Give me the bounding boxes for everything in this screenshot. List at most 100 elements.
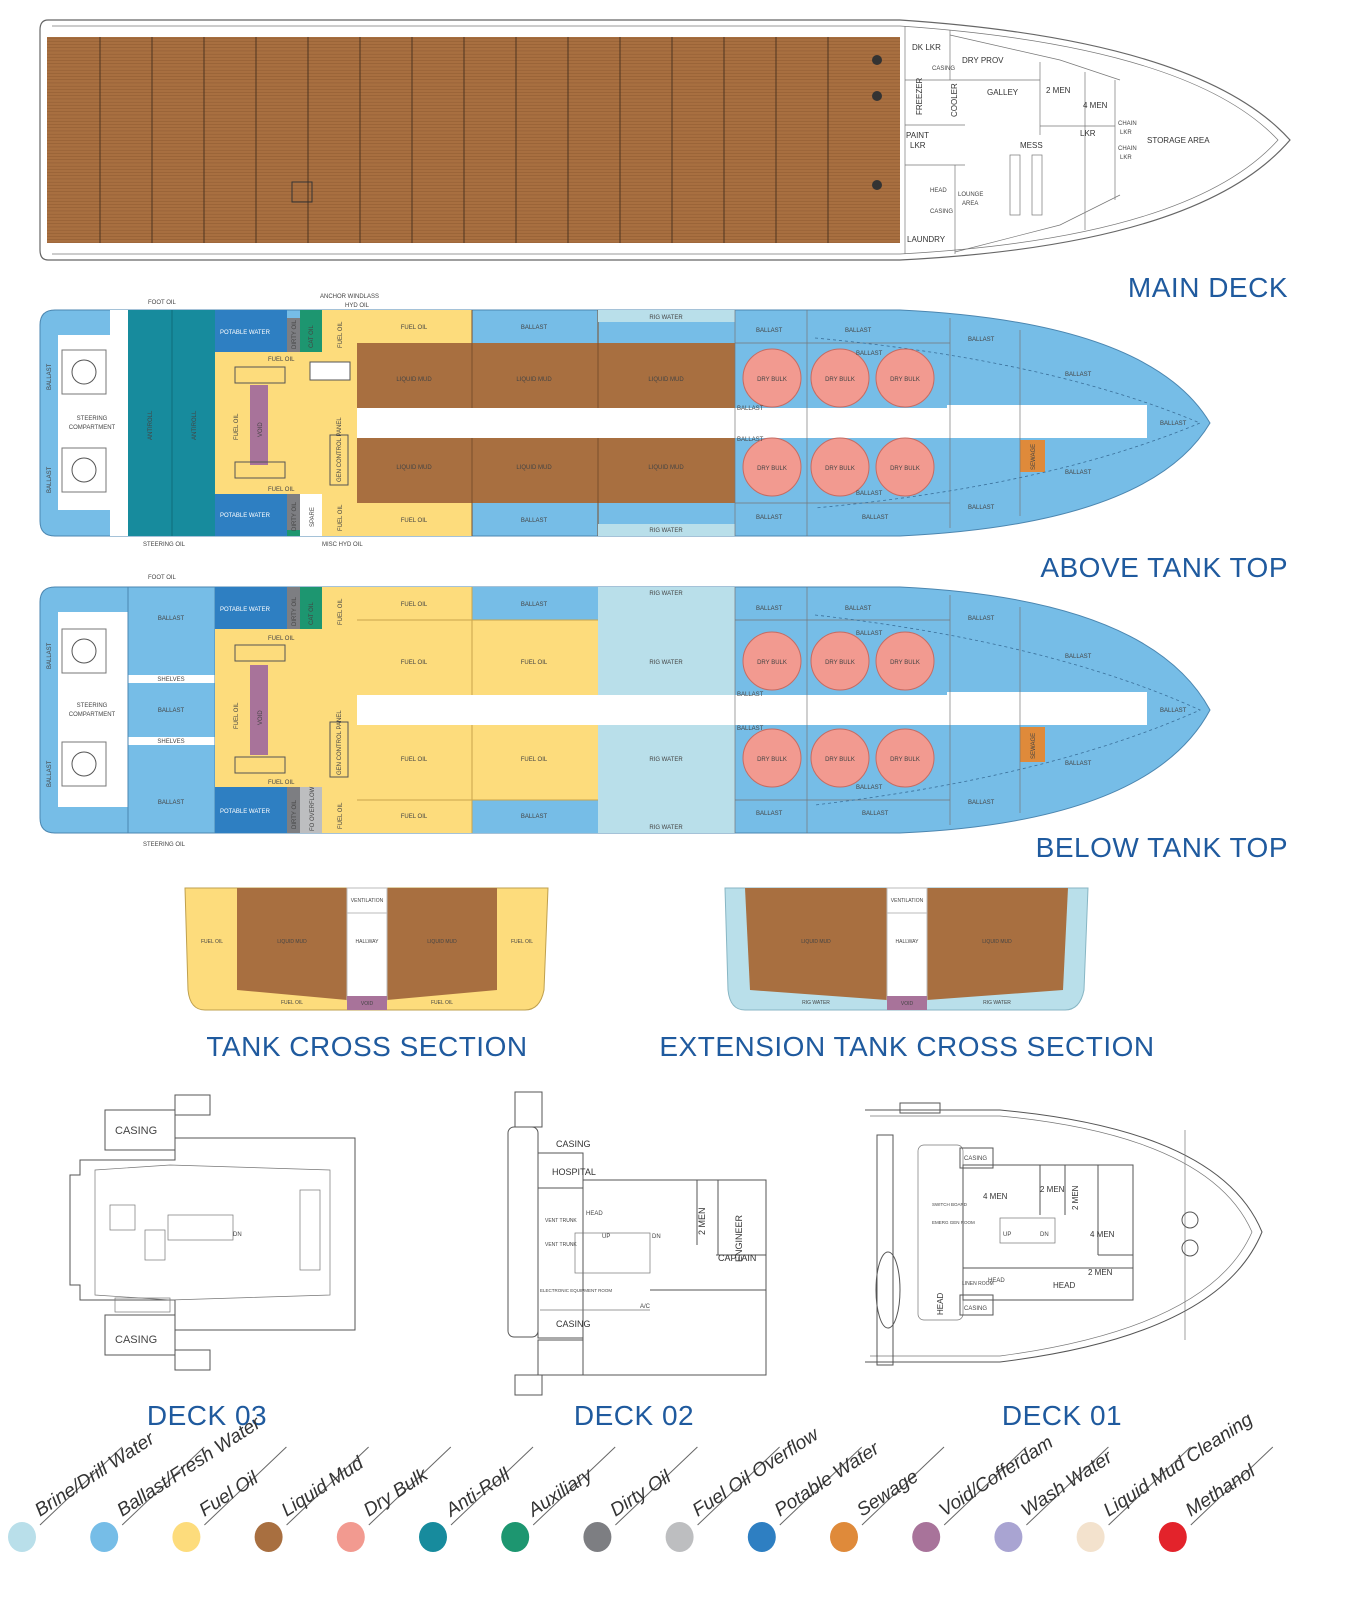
- room-paint-lkr: PAINT: [906, 131, 929, 140]
- room-paint-lkr-2: LKR: [910, 141, 926, 150]
- label-ballast: BALLAST: [47, 642, 53, 669]
- below-tank-top-plan: FOOT OIL STEERING OIL BALLAST BALLAST ST…: [39, 575, 1211, 848]
- steering-gear-icon: [61, 741, 107, 787]
- legend-label: Dirty Oil: [607, 1466, 676, 1521]
- label-fuel-oil: FUEL OIL: [401, 325, 428, 331]
- label-dirty-oil: DIRTY OIL: [292, 596, 298, 626]
- room-lounge-area-2: AREA: [962, 201, 978, 207]
- label-ballast: BALLAST: [47, 363, 53, 390]
- legend-swatch: [501, 1522, 530, 1552]
- deck01-2-men-b: 2 MEN: [1071, 1185, 1080, 1210]
- legend-swatch: [994, 1522, 1023, 1552]
- legend-divider: [532, 1446, 616, 1526]
- deck03-casing-top: CASING: [115, 1125, 157, 1137]
- label-steering-compartment-2: COMPARTMENT: [69, 712, 116, 718]
- label-rig-water: RIG WATER: [649, 825, 683, 831]
- label-dry-bulk: DRY BULK: [890, 466, 920, 472]
- label-ballast: BALLAST: [737, 406, 764, 412]
- tank-liquid-mud-port: [357, 343, 735, 408]
- label-ballast: BALLAST: [521, 325, 548, 331]
- label-fo-overflow: FO OVERFLOW: [310, 786, 316, 831]
- room-2-men: 2 MEN: [1046, 86, 1071, 95]
- deck01-head-b: HEAD: [988, 1278, 1005, 1284]
- room-chain-lkr-3: CHAIN: [1118, 146, 1137, 152]
- label-fuel-oil: FUEL OIL: [234, 413, 240, 440]
- tank-dry-bulk: [810, 437, 870, 497]
- label-ballast: BALLAST: [158, 708, 185, 714]
- legend-divider: [1190, 1446, 1274, 1526]
- label-fuel-oil: FUEL OIL: [511, 939, 533, 945]
- tank-void: [250, 385, 268, 465]
- label-dry-bulk: DRY BULK: [757, 757, 787, 763]
- label-dry-bulk: DRY BULK: [825, 377, 855, 383]
- deck03-casing-bottom: CASING: [115, 1334, 157, 1346]
- label-hyd-oil: HYD OIL: [345, 303, 370, 309]
- label-ballast: BALLAST: [856, 785, 883, 791]
- label-rig-water: RIG WATER: [649, 315, 683, 321]
- title-extension-tank-cross-section: EXTENSION TANK CROSS SECTION: [659, 1031, 1154, 1062]
- label-ballast: BALLAST: [47, 760, 53, 787]
- legend-swatch: [665, 1522, 694, 1552]
- deck01-casing-bottom: CASING: [964, 1306, 987, 1312]
- label-liquid-mud: LIQUID MUD: [648, 377, 684, 383]
- label-ballast: BALLAST: [862, 515, 889, 521]
- label-ballast: BALLAST: [845, 606, 872, 612]
- label-antiroll: ANTIROLL: [148, 410, 154, 440]
- deck02-head: HEAD: [586, 1211, 603, 1217]
- room-freezer: FREEZER: [915, 77, 924, 115]
- label-cat-oil: CAT OIL: [309, 602, 315, 625]
- label-fuel-oil: FUEL OIL: [431, 1000, 453, 1006]
- legend-label: Sewage: [853, 1466, 922, 1521]
- label-potable-water: POTABLE WATER: [220, 809, 271, 815]
- label-liquid-mud: LIQUID MUD: [396, 377, 432, 383]
- room-laundry: LAUNDRY: [907, 235, 946, 244]
- deck01-dn: DN: [1040, 1232, 1049, 1238]
- label-dry-bulk: DRY BULK: [757, 377, 787, 383]
- deck01-up: UP: [1003, 1232, 1011, 1238]
- tank-rig-water: [598, 310, 735, 322]
- label-steering-oil: STEERING OIL: [143, 842, 186, 848]
- extension-tank-cross-section: VENTILATION HALLWAY LIQUID MUD LIQUID MU…: [724, 887, 1089, 1011]
- label-antiroll: ANTIROLL: [192, 410, 198, 440]
- legend-divider: [204, 1446, 287, 1526]
- label-void: VOID: [258, 710, 264, 725]
- title-deck02: DECK 02: [574, 1400, 694, 1431]
- room-4-men: 4 MEN: [1083, 101, 1108, 110]
- label-ballast: BALLAST: [968, 505, 995, 511]
- label-liquid-mud: LIQUID MUD: [982, 939, 1012, 945]
- tank-dirty-oil: [287, 318, 300, 352]
- label-dry-bulk: DRY BULK: [890, 660, 920, 666]
- label-ballast: BALLAST: [737, 726, 764, 732]
- label-fuel-oil: FUEL OIL: [268, 636, 295, 642]
- legend-label: Liquid Mud Cleaning: [1100, 1409, 1257, 1521]
- tank-spare: [300, 494, 322, 536]
- deck02-casing-top: CASING: [556, 1139, 591, 1149]
- tank-liquid-mud-stbd: [357, 438, 735, 503]
- legend-swatch: [1076, 1522, 1105, 1552]
- label-ballast: BALLAST: [158, 800, 185, 806]
- label-fuel-oil: FUEL OIL: [401, 518, 428, 524]
- label-ballast: BALLAST: [1065, 470, 1092, 476]
- deck01-4-men-b: 4 MEN: [1090, 1230, 1115, 1239]
- label-fuel-oil: FUEL OIL: [268, 487, 295, 493]
- label-gen-control-panel: GEN CONTROL PANEL: [337, 710, 343, 775]
- label-ballast: BALLAST: [756, 811, 783, 817]
- legend-swatch: [912, 1522, 941, 1552]
- label-sewage: SEWAGE: [1031, 444, 1037, 470]
- legend-swatch: [172, 1522, 201, 1552]
- label-ventilation: VENTILATION: [351, 898, 384, 904]
- label-shelves: SHELVES: [157, 739, 184, 745]
- deck03-dn: DN: [233, 1232, 242, 1238]
- label-ventilation: VENTILATION: [891, 898, 924, 904]
- legend-swatch: [8, 1522, 36, 1552]
- label-fuel-oil: FUEL OIL: [401, 660, 428, 666]
- label-steering-compartment-2: COMPARTMENT: [69, 425, 116, 431]
- deck01-2-men-a: 2 MEN: [1040, 1185, 1065, 1194]
- steering-gear-icon: [61, 349, 107, 395]
- title-deck03: DECK 03: [147, 1400, 267, 1431]
- label-ballast: BALLAST: [1160, 708, 1187, 714]
- deck02-casing-bottom: CASING: [556, 1319, 591, 1329]
- label-void: VOID: [361, 1001, 374, 1007]
- deck02-vent-trunk-2: VENT TRUNK: [545, 1242, 577, 1248]
